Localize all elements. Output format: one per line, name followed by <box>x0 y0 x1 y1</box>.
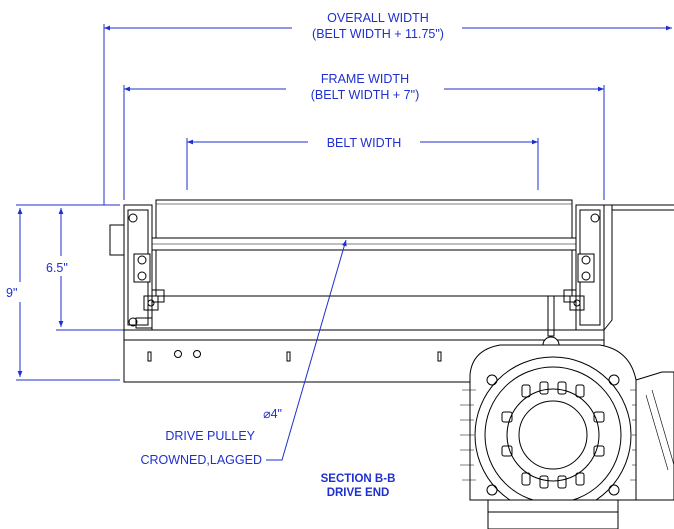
frame-width-title: FRAME WIDTH <box>321 72 409 86</box>
section-title: SECTION B-B <box>321 473 396 485</box>
pulley-description-line1: DRIVE PULLEY <box>165 429 255 443</box>
height-frame-label: 6.5" <box>46 261 68 275</box>
belt-width-title: BELT WIDTH <box>327 136 402 150</box>
pulley-diameter-label: ⌀4" <box>263 407 282 421</box>
height-total-label: 9" <box>6 286 17 300</box>
overall-width-title: OVERALL WIDTH <box>327 11 429 25</box>
drive-motor <box>460 295 674 529</box>
overall-width-dimension: OVERALL WIDTH (BELT WIDTH + 11.75") <box>103 11 672 205</box>
pulley-callout: ⌀4" DRIVE PULLEY CROWNED,LAGGED <box>140 239 347 467</box>
height-frame-dimension: 6.5" <box>46 208 126 331</box>
section-subtitle: DRIVE END <box>327 487 390 499</box>
overall-width-formula: (BELT WIDTH + 11.75") <box>312 27 444 41</box>
section-label: SECTION B-B DRIVE END <box>321 473 396 499</box>
belt-width-dimension: BELT WIDTH <box>186 136 539 190</box>
drive-pulley <box>124 199 604 331</box>
frame-width-dimension: FRAME WIDTH (BELT WIDTH + 7") <box>123 72 605 200</box>
frame-width-formula: (BELT WIDTH + 7") <box>311 88 420 102</box>
height-total-dimension: 9" <box>6 204 120 381</box>
pulley-description-line2: CROWNED,LAGGED <box>140 453 262 467</box>
